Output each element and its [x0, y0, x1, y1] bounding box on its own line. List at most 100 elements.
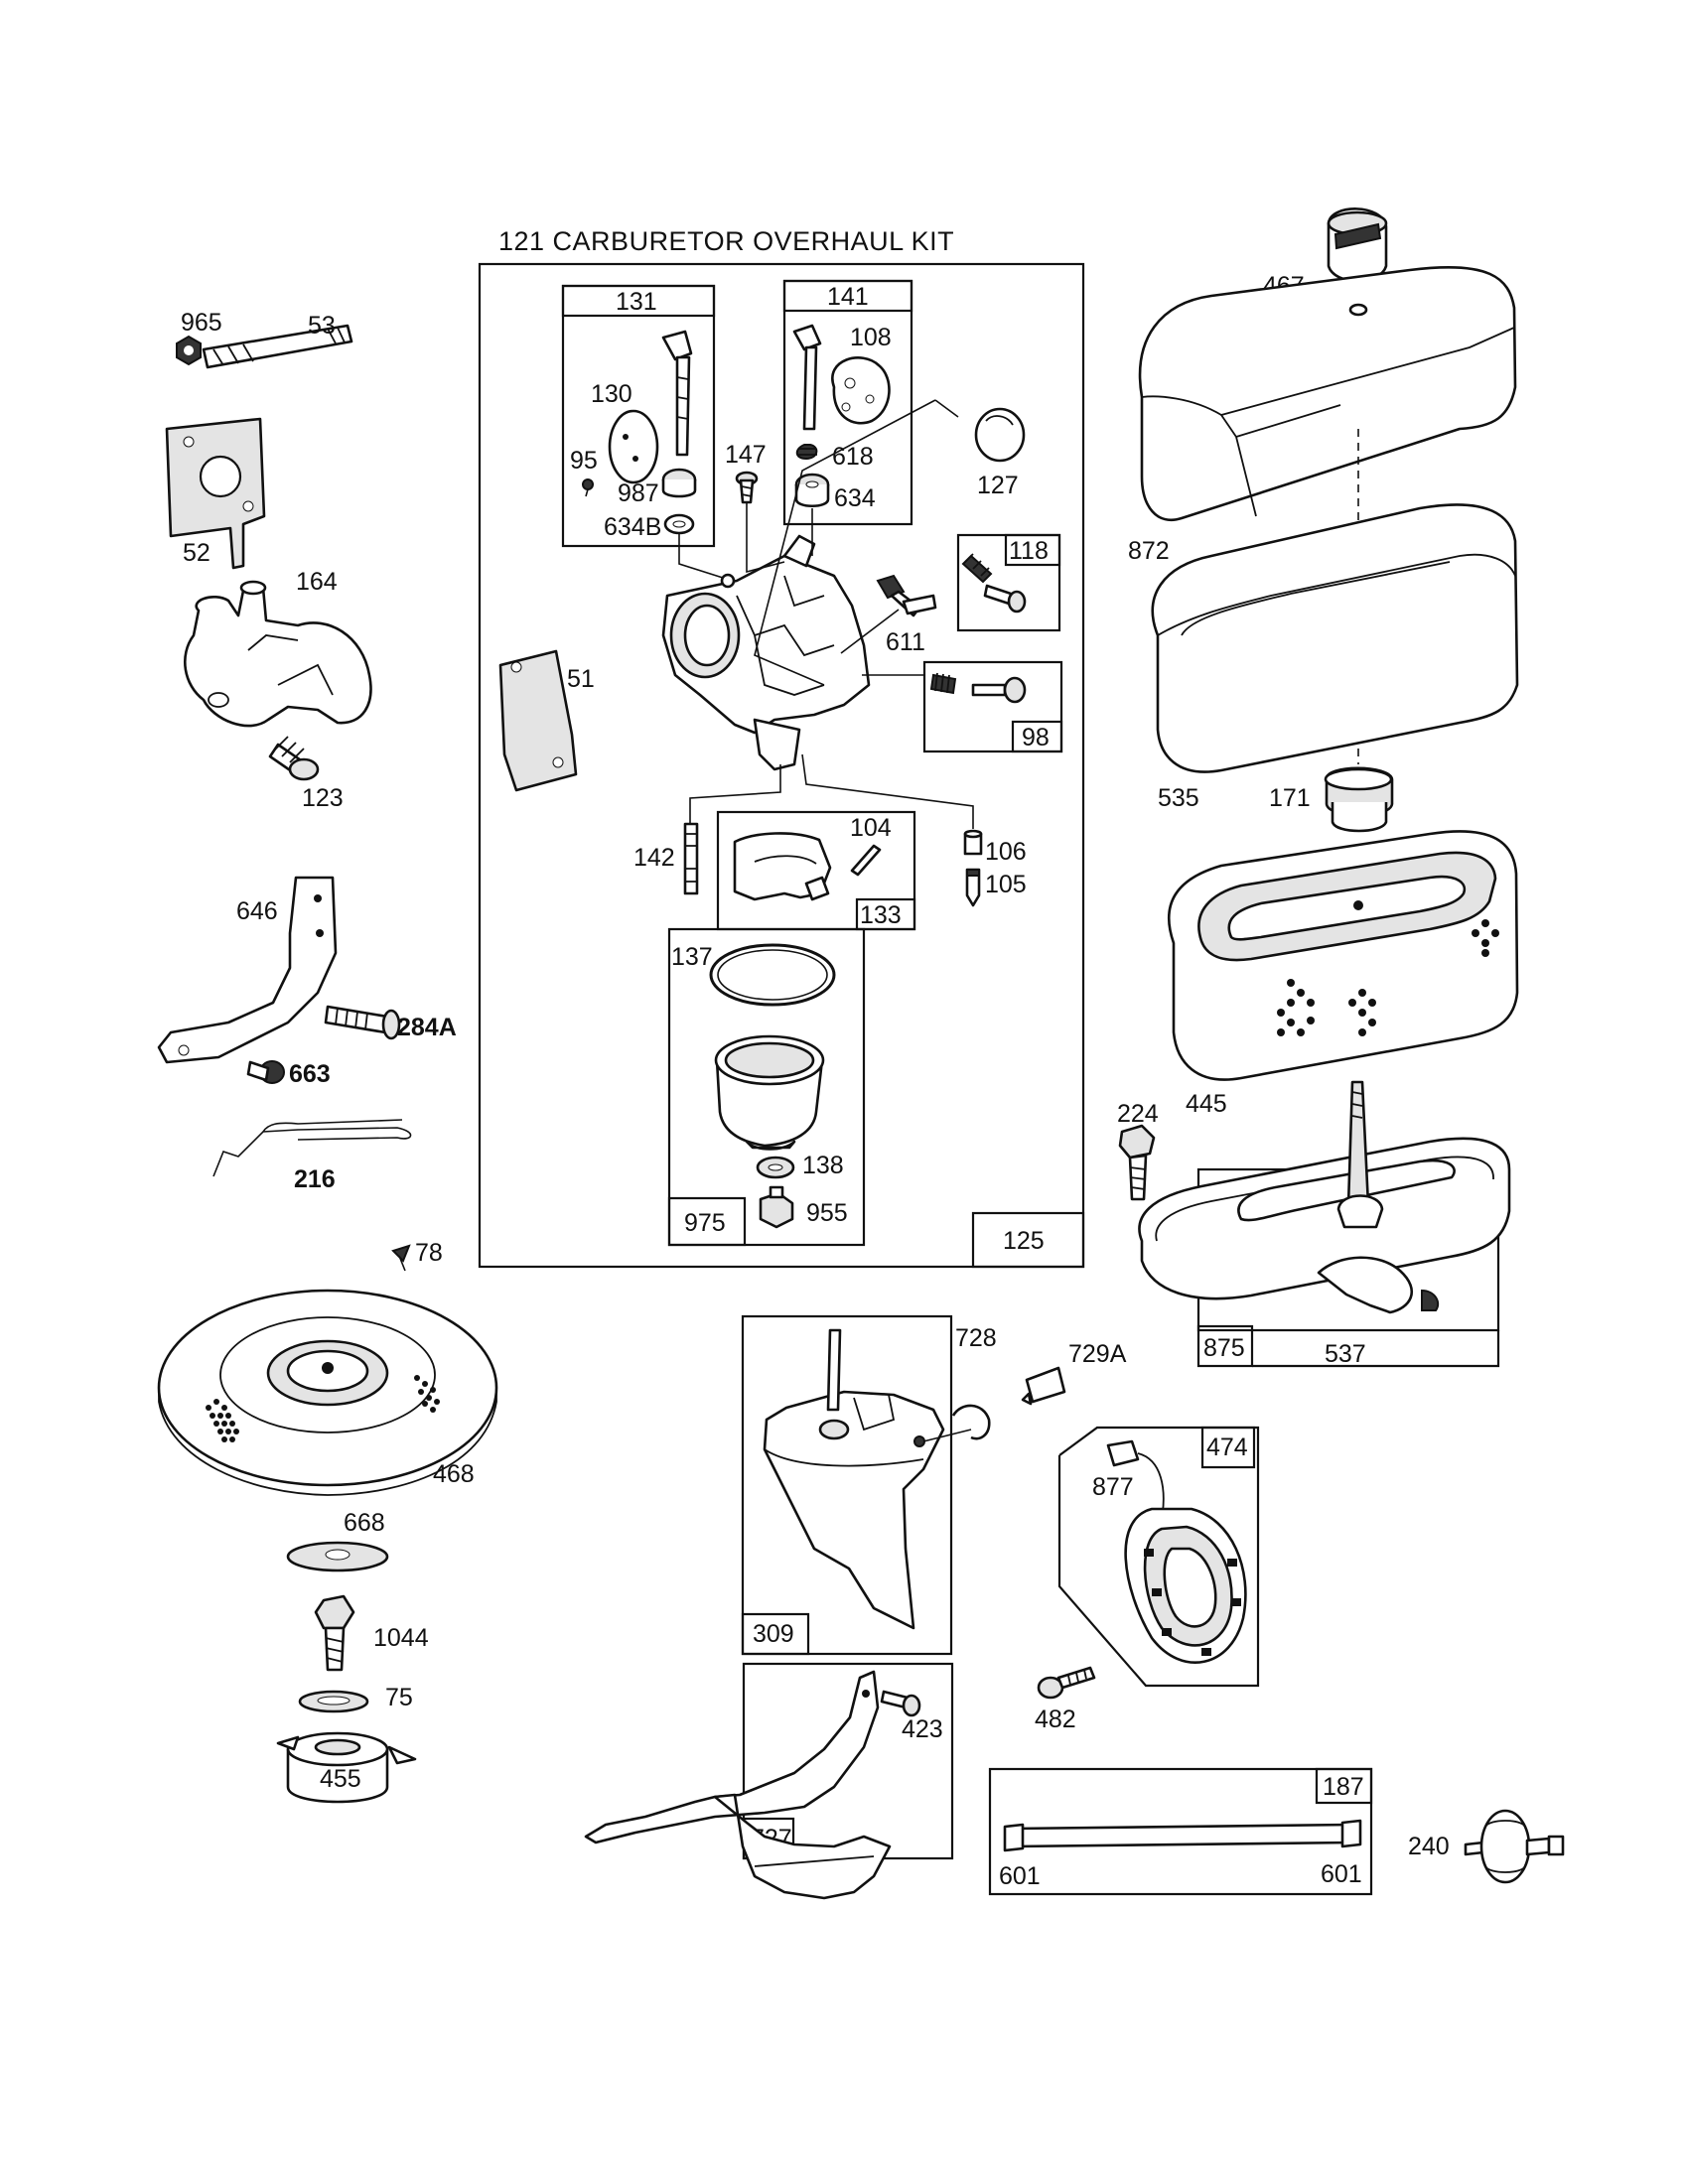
blower-housing-309	[763, 1328, 945, 1630]
label-108: 108	[850, 324, 892, 351]
welch-plug-127	[974, 407, 1026, 463]
carburetor-body	[661, 534, 871, 771]
carburetor-kit-box	[478, 262, 1085, 1269]
label-875: 875	[1203, 1334, 1245, 1362]
box-131-header	[561, 284, 716, 318]
throttle-shaft-53	[202, 324, 353, 369]
nut-965	[176, 335, 202, 366]
float-pin-104	[850, 844, 882, 877]
label-445: 445	[1186, 1090, 1227, 1118]
bowl-nut-955	[759, 1185, 794, 1229]
washer-668	[286, 1541, 389, 1572]
label-663: 663	[289, 1060, 331, 1088]
needle-105	[965, 868, 981, 907]
label-987: 987	[618, 479, 659, 507]
label-125: 125	[1003, 1227, 1045, 1255]
label-872: 872	[1128, 537, 1170, 565]
label-187: 187	[1323, 1773, 1364, 1801]
box-141-header	[782, 279, 913, 313]
intake-manifold-164	[184, 580, 372, 728]
label-601-right: 601	[1321, 1860, 1362, 1888]
label-877: 877	[1092, 1473, 1134, 1501]
label-52: 52	[183, 539, 210, 567]
label-105: 105	[985, 871, 1027, 898]
label-171: 171	[1269, 784, 1311, 812]
filter-pleat-marks	[1277, 919, 1499, 1036]
knob-467	[1327, 207, 1388, 283]
label-455: 455	[320, 1765, 361, 1793]
label-123: 123	[302, 784, 344, 812]
fuel-filter-240	[1464, 1809, 1565, 1884]
leader-142	[689, 764, 781, 824]
box-187	[988, 1767, 1373, 1896]
seal-634	[794, 473, 830, 508]
idle-screw-118	[961, 553, 1027, 614]
label-137: 137	[671, 943, 713, 971]
label-284A: 284A	[397, 1014, 457, 1041]
label-51: 51	[567, 665, 595, 693]
label-728: 728	[955, 1324, 997, 1352]
screw-123	[268, 736, 320, 781]
pre-cleaner-535	[1151, 503, 1519, 773]
label-309: 309	[753, 1620, 794, 1648]
label-78: 78	[415, 1239, 443, 1267]
choke-shaft-141	[792, 324, 822, 431]
kit-title: 121 CARBURETOR OVERHAUL KIT	[498, 226, 954, 256]
label-95: 95	[570, 447, 598, 475]
pin-78	[391, 1244, 411, 1272]
box-125	[971, 1211, 1085, 1269]
washer-75	[298, 1690, 369, 1713]
label-127: 127	[977, 472, 1019, 499]
flywheel-fins-right	[414, 1375, 440, 1413]
label-646: 646	[236, 897, 278, 925]
label-130: 130	[591, 380, 632, 408]
throttle-plate-130	[608, 409, 659, 484]
label-240: 240	[1408, 1833, 1450, 1860]
leader-118	[754, 399, 959, 686]
label-474: 474	[1206, 1433, 1248, 1461]
spacer-171	[1324, 766, 1394, 833]
label-106: 106	[985, 838, 1027, 866]
label-141: 141	[827, 283, 869, 311]
alternator-474	[1106, 1439, 1247, 1664]
label-133: 133	[860, 901, 902, 929]
label-98: 98	[1022, 724, 1050, 751]
leader-147	[746, 502, 785, 574]
flywheel-fins-left	[206, 1399, 239, 1442]
box-187-header	[1315, 1767, 1373, 1805]
clip-728	[922, 1404, 991, 1442]
choke-plate-108	[831, 356, 891, 425]
label-142: 142	[633, 844, 675, 872]
label-224: 224	[1117, 1100, 1159, 1128]
bracket-646	[157, 876, 338, 1064]
screw-147	[735, 471, 759, 504]
label-164: 164	[296, 568, 338, 596]
seal-987	[661, 468, 697, 498]
washer-138	[756, 1156, 795, 1179]
box-133-header	[855, 897, 916, 931]
label-53: 53	[308, 312, 336, 340]
leader-611	[840, 609, 900, 654]
screw-482	[1037, 1666, 1096, 1700]
screw-663	[246, 1060, 285, 1084]
label-118: 118	[1009, 537, 1049, 565]
gasket-52	[165, 417, 266, 570]
label-537: 537	[1325, 1340, 1366, 1368]
label-611: 611	[886, 628, 925, 656]
alternator-winding-marks	[1144, 1549, 1241, 1656]
screw-284A	[324, 1005, 401, 1040]
starter-cup-455	[276, 1731, 417, 1804]
float-bowl-975	[714, 1034, 825, 1151]
label-975: 975	[684, 1209, 726, 1237]
label-147: 147	[725, 441, 767, 469]
governor-link-216	[212, 1119, 412, 1177]
gasket-ring-137	[709, 943, 836, 1007]
label-634: 634	[834, 484, 876, 512]
label-955: 955	[806, 1199, 848, 1227]
label-468: 468	[433, 1460, 475, 1488]
box-98-header	[1011, 720, 1063, 753]
filter-cartridge-445	[1168, 830, 1519, 1081]
fuel-fitting-611	[876, 574, 937, 617]
